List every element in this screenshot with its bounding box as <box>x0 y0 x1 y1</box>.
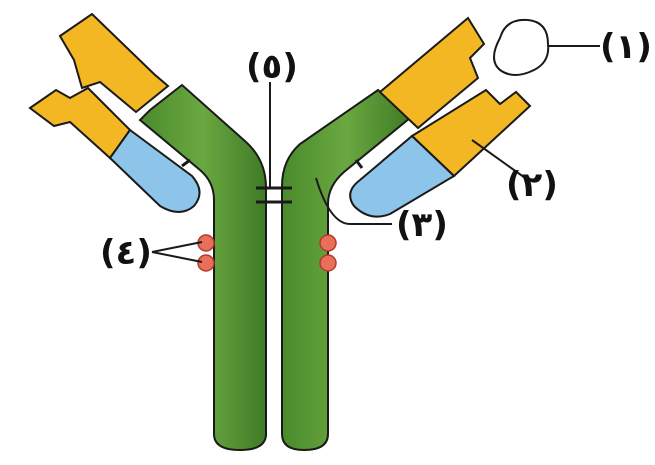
light-chain-left <box>28 86 201 213</box>
leader-lines <box>151 45 600 263</box>
leader-line-4b <box>151 251 203 263</box>
heavy-chain-left <box>138 83 267 452</box>
label-5: (٥) <box>246 47 298 87</box>
heavy-variable-right <box>378 16 486 130</box>
label-3: (٣) <box>396 205 448 245</box>
disulfide-bonds <box>256 186 292 204</box>
leader-line-2 <box>471 139 529 181</box>
carbohydrate-left <box>197 234 215 272</box>
label-4: (٤) <box>100 233 152 273</box>
heavy-chain-right <box>281 88 412 452</box>
antigen-shape <box>493 18 550 76</box>
label-2: (٢) <box>506 165 558 205</box>
heavy-variable-left <box>58 12 170 114</box>
label-1: (١) <box>600 27 652 67</box>
leader-line-3 <box>315 177 392 225</box>
leader-line-4a <box>151 241 203 253</box>
light-chain-right <box>349 88 532 218</box>
carbohydrate-right <box>319 234 337 272</box>
